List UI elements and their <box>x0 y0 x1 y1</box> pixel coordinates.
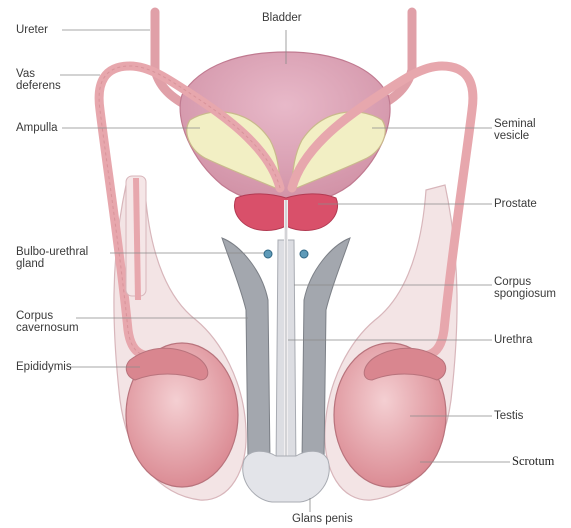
bulbo-urethral-gland-left <box>264 250 272 258</box>
label-bulbo-urethral-line2: gland <box>16 258 88 270</box>
label-testis: Testis <box>494 410 523 422</box>
label-ampulla: Ampulla <box>16 122 58 134</box>
label-corpus-cavernosum-line1: Corpus <box>16 310 79 322</box>
bulbo-urethral-gland-right <box>300 250 308 258</box>
glans-penis <box>243 451 330 502</box>
label-seminal-vesicle-line1: Seminal <box>494 118 536 130</box>
label-corpus-spongiosum-line2: spongiosum <box>494 288 556 300</box>
label-vas-deferens-line2: deferens <box>16 80 61 92</box>
label-vas-deferens: Vas deferens <box>16 68 61 92</box>
label-seminal-vesicle-line2: vesicle <box>494 130 536 142</box>
label-glans-penis: Glans penis <box>292 513 353 525</box>
label-bladder: Bladder <box>262 12 302 24</box>
label-corpus-cavernosum: Corpus cavernosum <box>16 310 79 334</box>
label-bulbo-urethral-line1: Bulbo-urethral <box>16 246 88 258</box>
label-urethra: Urethra <box>494 334 532 346</box>
label-epididymis: Epididymis <box>16 361 72 373</box>
label-ureter: Ureter <box>16 24 48 36</box>
label-vas-deferens-line1: Vas <box>16 68 61 80</box>
label-corpus-cavernosum-line2: cavernosum <box>16 322 79 334</box>
label-prostate: Prostate <box>494 198 537 210</box>
label-scrotum: Scrotum <box>512 455 554 467</box>
label-bulbo-urethral-gland: Bulbo-urethral gland <box>16 246 88 270</box>
label-corpus-spongiosum-line1: Corpus <box>494 276 556 288</box>
label-corpus-spongiosum: Corpus spongiosum <box>494 276 556 300</box>
label-seminal-vesicle: Seminal vesicle <box>494 118 536 142</box>
